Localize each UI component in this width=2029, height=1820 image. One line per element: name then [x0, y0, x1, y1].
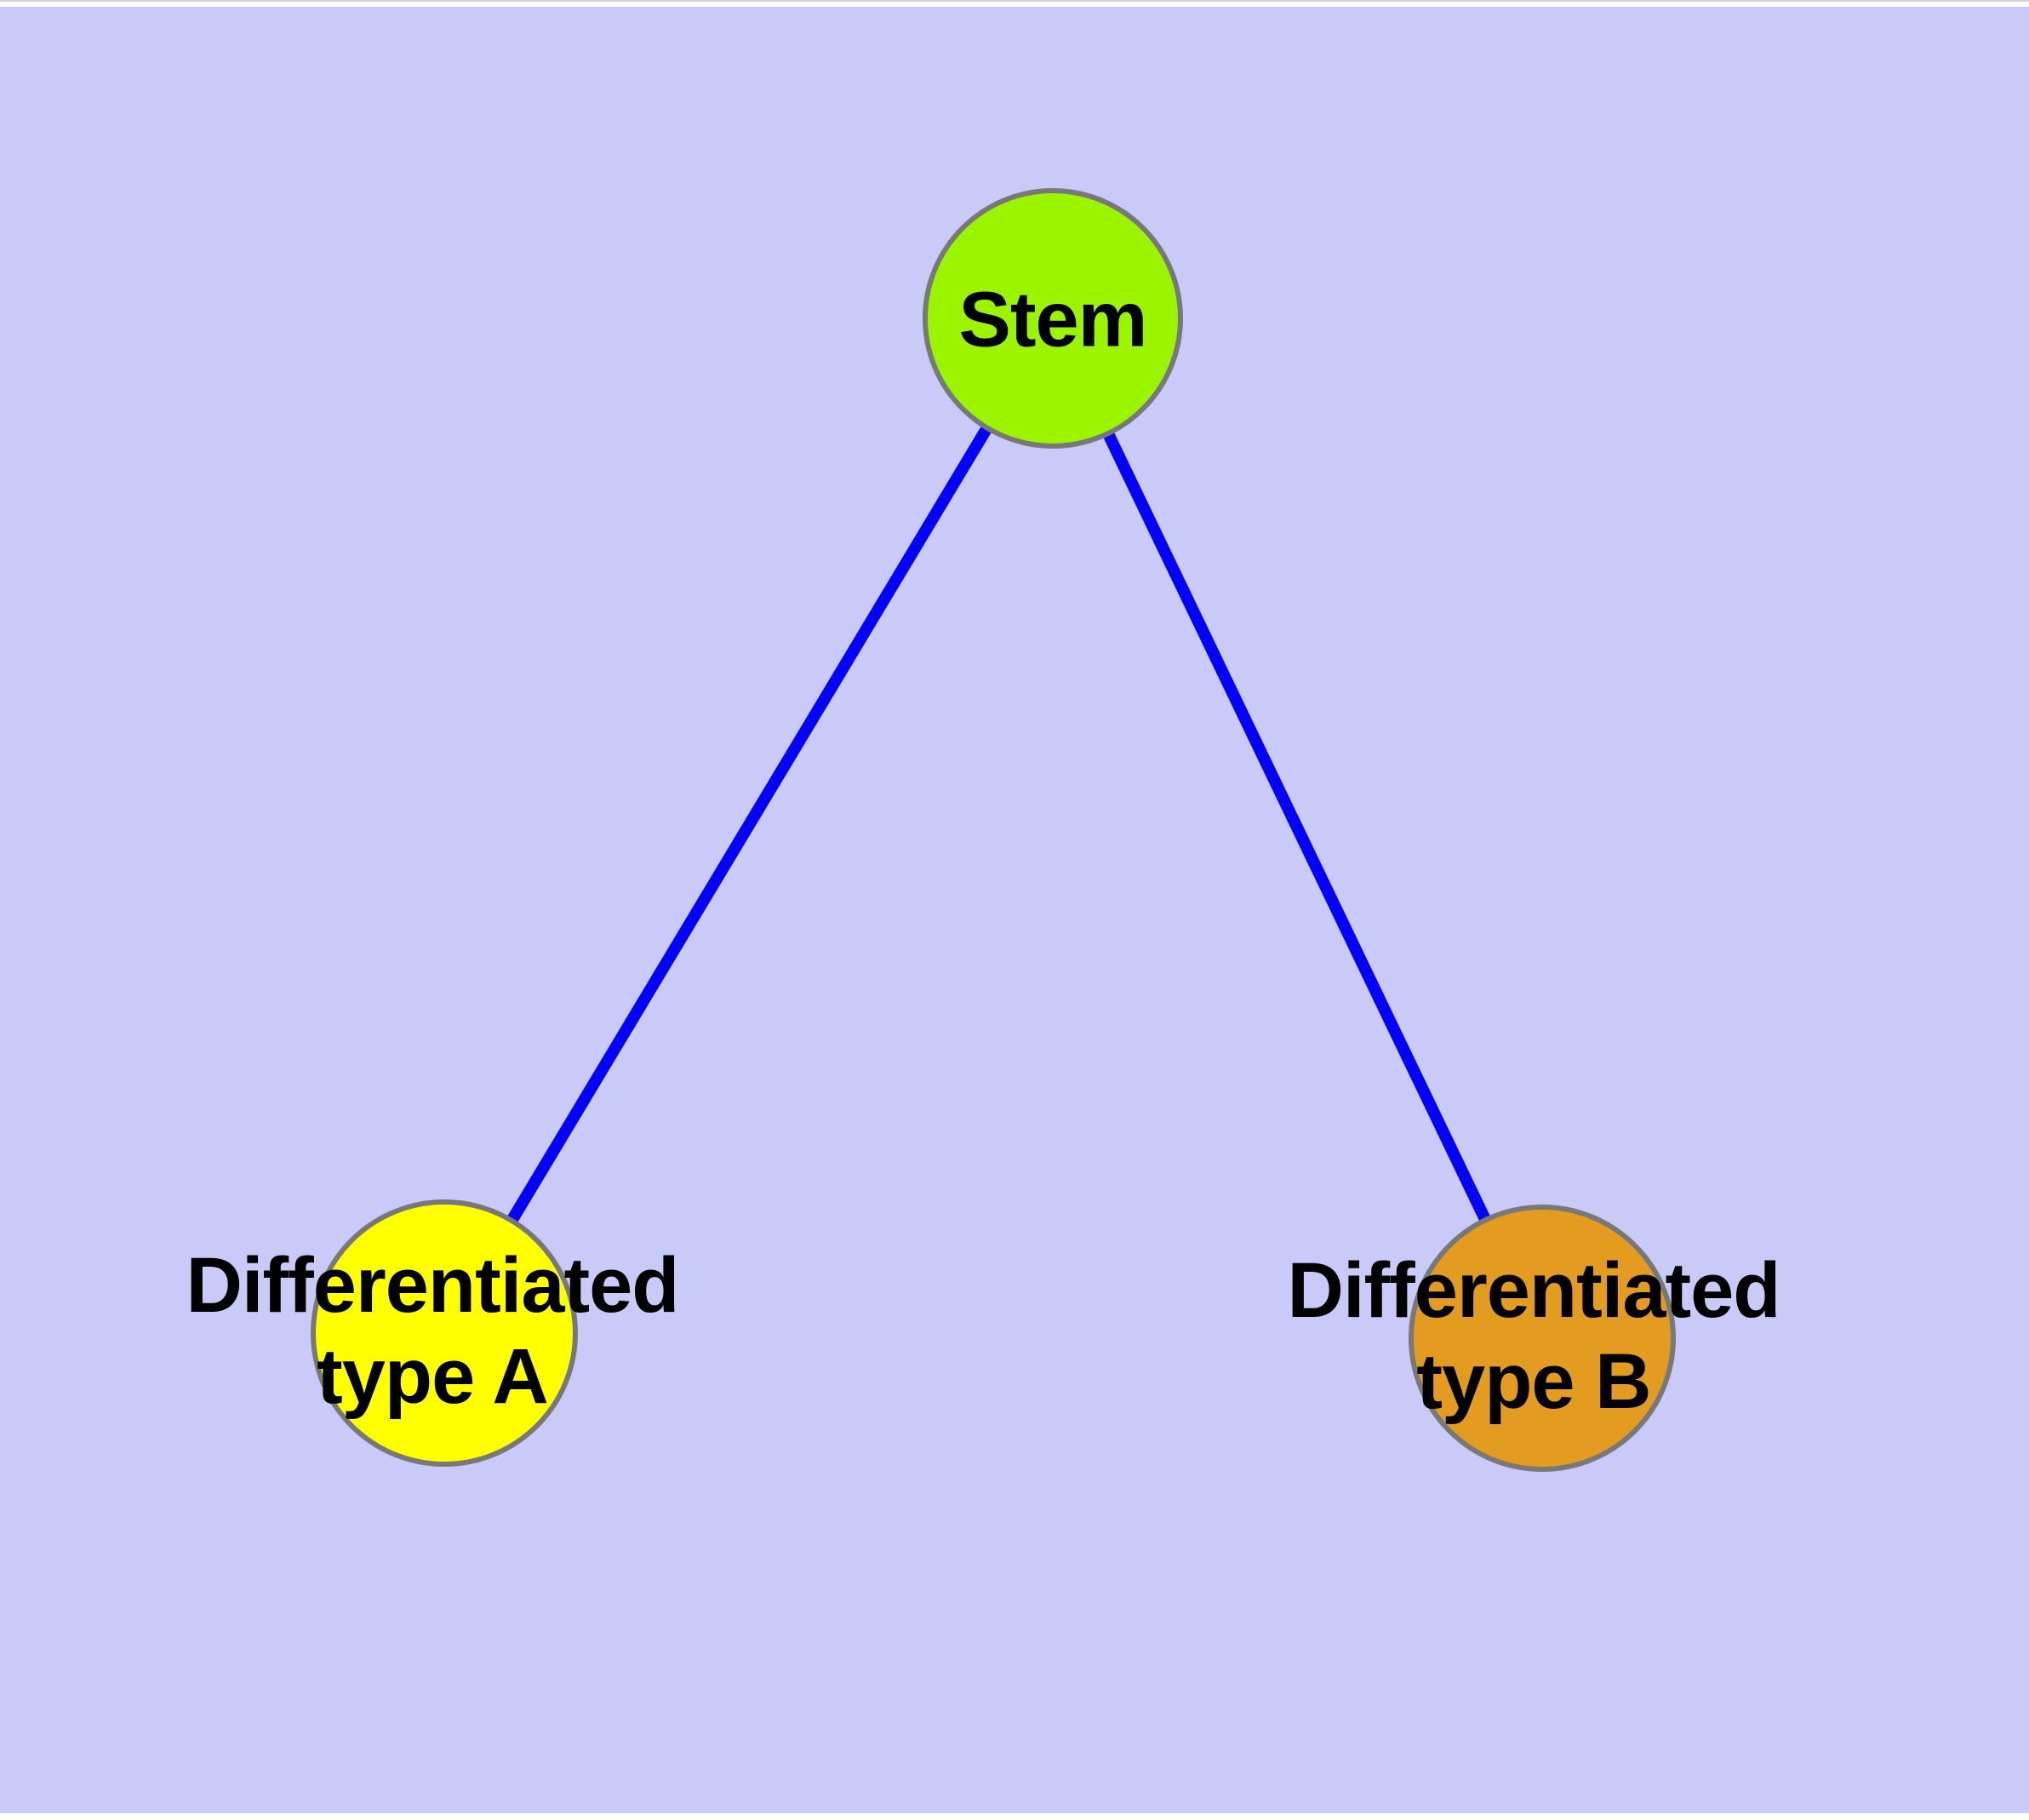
window-top-edge [0, 0, 2029, 2]
type-a-node-label: Differentiated type A [186, 1240, 680, 1422]
type-a-node [311, 1199, 578, 1467]
type-b-node [1409, 1205, 1676, 1472]
type-a-node-label-line1: Differentiated [186, 1242, 680, 1329]
stem-node-label-text: Stem [958, 276, 1148, 363]
stem-node [923, 188, 1183, 449]
type-a-node-label-line2: type A [317, 1333, 549, 1420]
stem-node-label: Stem [958, 275, 1148, 366]
edge-stem-to-type-b [1047, 315, 1548, 1342]
type-b-node-label-line1: Differentiated [1287, 1247, 1781, 1334]
type-b-node-label-line2: type B [1416, 1338, 1651, 1425]
type-b-node-label: Differentiated type B [1287, 1245, 1781, 1428]
edge-stem-to-type-a [438, 315, 1059, 1336]
